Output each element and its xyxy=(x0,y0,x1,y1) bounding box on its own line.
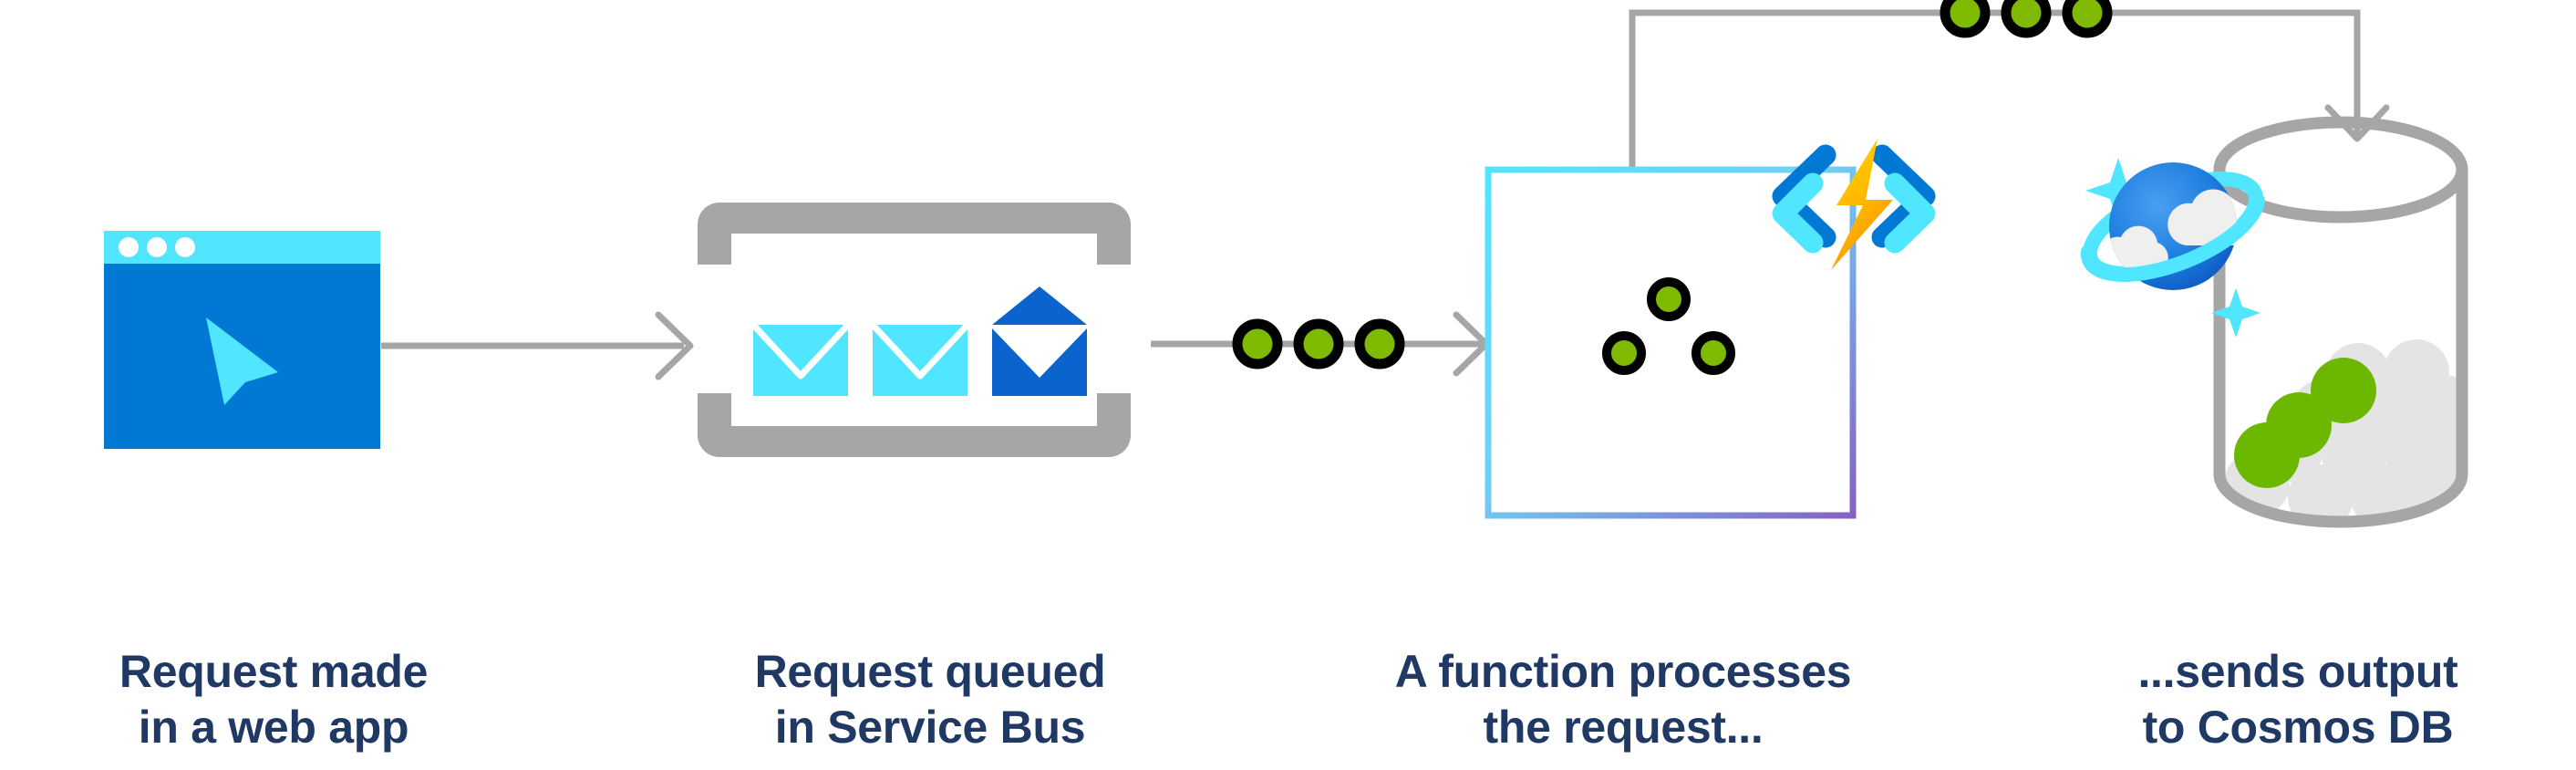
document-ball-green xyxy=(2311,358,2376,423)
planet-ring-front xyxy=(2080,193,2265,283)
message-dot xyxy=(1602,331,1646,375)
lightning-bolt-icon xyxy=(1831,139,1893,270)
message-dot xyxy=(1293,318,1344,369)
message-dot-group-output xyxy=(1940,0,2113,38)
connector-function-to-cosmos xyxy=(1629,0,2390,170)
window-dot xyxy=(119,237,139,257)
service-bus-envelopes-icon xyxy=(698,203,1131,457)
message-dot xyxy=(2001,0,2052,38)
web-app-browser-window-icon xyxy=(104,231,380,449)
message-dot xyxy=(1691,331,1735,375)
sparkle-icon xyxy=(2085,158,2151,224)
envelope-closed-icon xyxy=(750,321,852,396)
caption-request-queued-in-service-bus: Request queued in Service Bus xyxy=(754,646,1106,753)
caption-a-function-processes-the-request: A function processes the request... xyxy=(1394,646,1852,753)
window-dot xyxy=(147,237,167,257)
function-message-dots xyxy=(1602,277,1735,375)
envelope-closed-icon xyxy=(869,321,971,396)
sparkle-icon xyxy=(2211,288,2260,338)
message-dot xyxy=(1940,0,1991,38)
window-dot xyxy=(175,237,195,257)
message-dot xyxy=(2062,0,2113,38)
message-dot xyxy=(1232,318,1283,369)
service-bus-bracket-bottom xyxy=(698,393,1131,457)
caption-sends-output-to-cosmos-db: ...sends output to Cosmos DB xyxy=(2137,646,2458,753)
azure-function-box xyxy=(1485,139,1936,519)
message-dot xyxy=(1647,277,1691,321)
cosmos-db-icon xyxy=(2080,116,2468,528)
cosmos-planet-icon xyxy=(2080,162,2265,290)
caption-request-made-in-a-web-app: Request made in a web app xyxy=(119,646,429,753)
connector-servicebus-to-function xyxy=(1151,311,1490,377)
cursor-arrow-icon xyxy=(206,317,278,405)
azure-functions-icon xyxy=(1772,139,1936,270)
message-dot xyxy=(1354,318,1405,369)
document-ball-green xyxy=(2266,392,2332,458)
envelope-open-icon xyxy=(992,286,1087,396)
connector-webapp-to-servicebus xyxy=(381,311,694,380)
message-dot-group-queue xyxy=(1232,318,1405,369)
cosmos-db-cylinder xyxy=(2213,116,2468,528)
document-ball-gray xyxy=(2384,339,2449,405)
service-bus-bracket-top xyxy=(698,203,1131,265)
